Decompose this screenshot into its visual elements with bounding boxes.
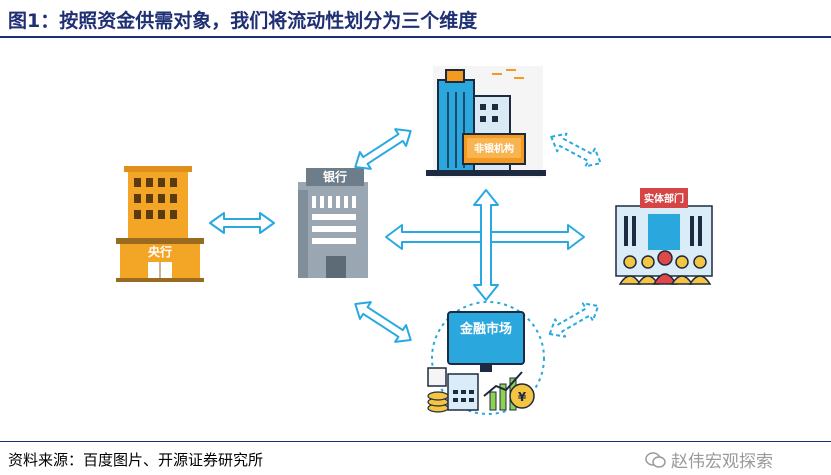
- arrow-central-bank-bank: [209, 212, 275, 234]
- bank-label: 银行: [323, 169, 347, 184]
- wechat-icon: [645, 451, 666, 468]
- arrow-bank-nonbank: [354, 128, 412, 170]
- arrow-bank-market: [354, 301, 412, 343]
- source-note: 资料来源：百度图片、开源证券研究所: [8, 451, 264, 469]
- nonbank-label: 非银机构: [474, 142, 514, 155]
- bank-building-icon: [298, 168, 368, 278]
- central-bank-building-icon: [116, 166, 204, 282]
- svg-text:¥: ¥: [518, 390, 527, 404]
- arrow-vertical: [473, 189, 499, 301]
- arrow-market-real-dashed: [548, 302, 600, 338]
- financial-market-icon: ¥: [427, 301, 545, 415]
- central-bank-label: 央行: [148, 244, 172, 259]
- watermark-text: 赵伟宏观探索: [671, 452, 773, 472]
- source-divider: [0, 441, 831, 442]
- nonbank-building-icon: [426, 66, 546, 178]
- financial-market-label: 金融市场: [459, 321, 512, 337]
- real-sector-label: 实体部门: [644, 192, 684, 205]
- figure-title: 图1：按照资金供需对象，我们将流动性划分为三个维度: [8, 10, 478, 32]
- real-sector-icon: [615, 188, 713, 285]
- watermark: 赵伟宏观探索: [645, 447, 773, 472]
- title-divider: [0, 36, 831, 38]
- arrow-nonbank-real-dashed: [550, 132, 602, 168]
